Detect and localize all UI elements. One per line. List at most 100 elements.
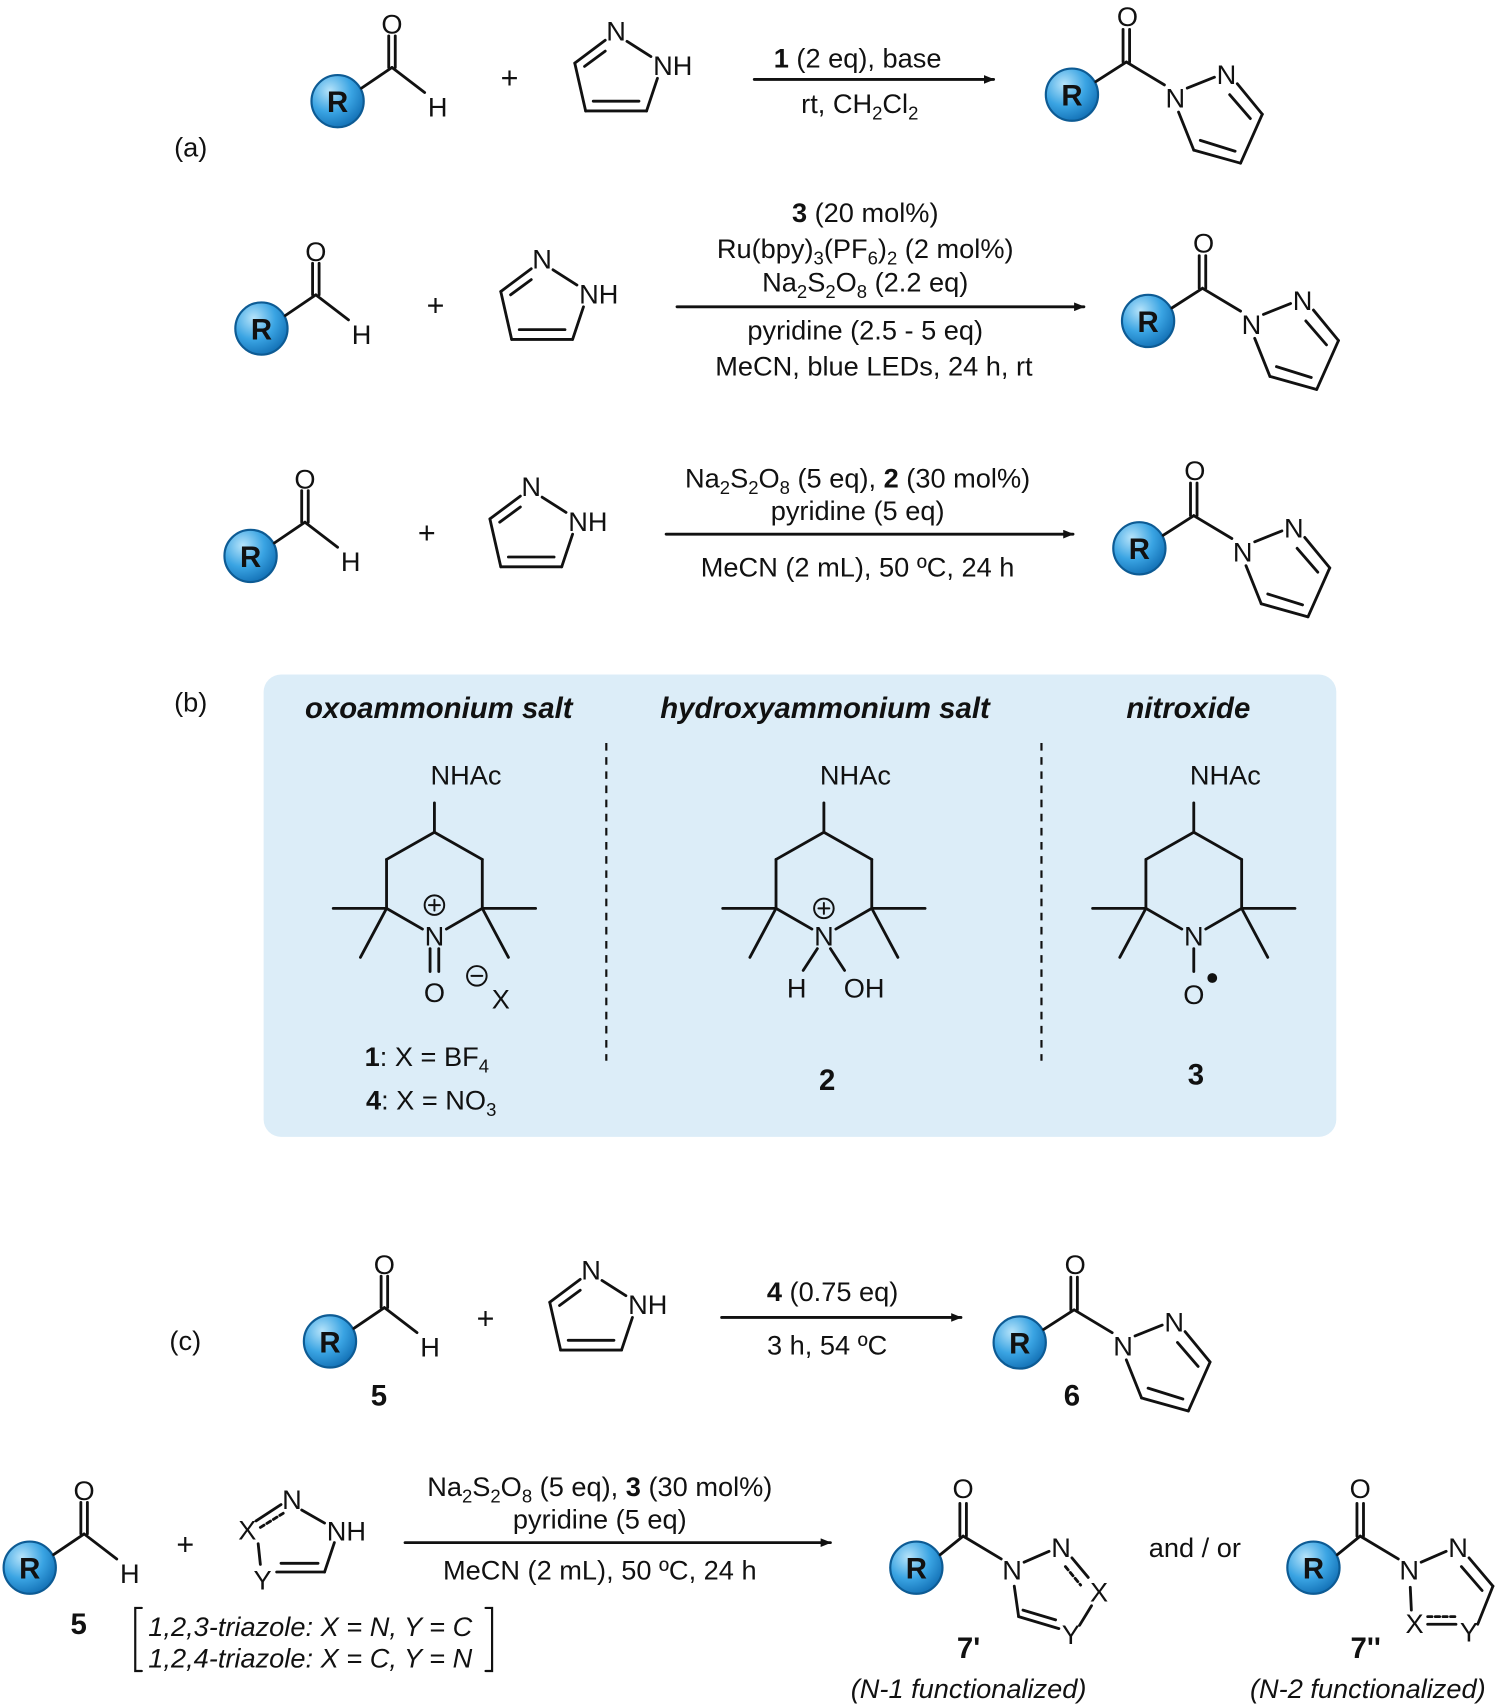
catalyst-panel <box>263 674 1337 1137</box>
plus-sign: + <box>477 1301 495 1335</box>
reaction-a1: + 1 (2 eq), base rt, CH2Cl2 <box>311 1 1262 163</box>
text-segment: 2 <box>872 103 882 124</box>
compound-7-double-prime-label: 7'' <box>1351 1632 1381 1665</box>
text-segment: (0.75 eq) <box>782 1276 898 1307</box>
nitrogen-label: N <box>282 1484 302 1515</box>
text-segment: (PF <box>824 233 868 264</box>
text-segment: pyridine (5 eq) <box>771 495 945 526</box>
x-label: X <box>492 983 510 1014</box>
hydroxyl-label: OH <box>844 973 885 1004</box>
nh-label: NH <box>327 1515 366 1546</box>
hydrogen-label: H <box>787 973 807 1004</box>
compound-3: NHAc O 3 <box>1091 759 1297 1092</box>
text-segment: 3 <box>626 1471 641 1502</box>
text-segment: O <box>759 462 780 493</box>
plus-sign: + <box>427 288 445 322</box>
text-segment: MeCN, blue LEDs, 24 h, rt <box>715 350 1033 381</box>
triazole-note: 1,2,3-triazole: X = N, Y = C <box>148 1611 472 1642</box>
conditions-above: 1 (2 eq), base <box>774 42 942 73</box>
text-segment: (20 mol%) <box>807 197 938 228</box>
plus-sign: + <box>501 61 519 95</box>
compound-6-label: 6 <box>1064 1380 1080 1413</box>
text-segment: 3 <box>792 197 807 228</box>
and-or-text: and / or <box>1149 1532 1241 1563</box>
header-oxoammonium: oxoammonium salt <box>305 692 574 725</box>
oxygen-label: O <box>424 977 445 1008</box>
nitrogen-label: N <box>1448 1532 1468 1563</box>
compound-4-label: 4: X = NO3 <box>366 1085 496 1121</box>
nitrogen-label: N <box>1399 1555 1419 1586</box>
text-segment: 8 <box>780 477 790 498</box>
product-7-prime: O N N X Y 7' (N-1 functionalized) <box>851 1473 1108 1704</box>
text-segment: 2 <box>825 281 835 302</box>
y-label: Y <box>1460 1617 1478 1648</box>
triazole: N NH X Y <box>238 1484 366 1596</box>
conditions-above: Na2S2O8 (5 eq), 3 (30 mol%) <box>427 1471 772 1507</box>
text-segment: 4 <box>366 1085 381 1116</box>
text-segment: 2 <box>462 1485 472 1506</box>
y-label: Y <box>253 1564 271 1595</box>
x-label: X <box>238 1514 256 1545</box>
text-segment: 3 <box>486 1099 496 1120</box>
n1-note: (N-1 functionalized) <box>851 1673 1087 1704</box>
plus-sign: + <box>176 1528 194 1562</box>
text-segment: 2 <box>797 281 807 302</box>
text-segment: (2 eq), base <box>789 42 942 73</box>
text-segment: O <box>836 267 857 298</box>
text-segment: 2 <box>884 462 899 493</box>
compound-5-label: 5 <box>71 1608 87 1641</box>
product-7-double-prime: O N N X Y 7'' (N-2 functionalized) <box>1250 1473 1495 1704</box>
text-segment: (30 mol%) <box>641 1471 772 1502</box>
conditions-above: Na2S2O8 (2.2 eq) <box>762 267 968 303</box>
text-segment: 2 <box>887 247 897 268</box>
compound-1-label: 1: X = BF4 <box>365 1041 489 1077</box>
conditions-above: 3 (20 mol%) <box>792 197 939 228</box>
nhac-label: NHAc <box>430 759 501 790</box>
oxygen-label: O <box>1350 1473 1371 1504</box>
header-hydroxyammonium: hydroxyammonium salt <box>660 692 991 725</box>
conditions-above: pyridine (5 eq) <box>513 1503 687 1534</box>
header-nitroxide: nitroxide <box>1126 692 1250 725</box>
text-segment: (30 mol%) <box>899 462 1030 493</box>
nhac-label: NHAc <box>820 759 891 790</box>
text-segment: Ru(bpy) <box>717 233 814 264</box>
x-label: X <box>1406 1608 1424 1639</box>
text-segment: 4 <box>767 1276 782 1307</box>
compound-3-label: 3 <box>1188 1059 1204 1092</box>
conditions-above: Ru(bpy)3(PF6)2 (2 mol%) <box>717 233 1014 269</box>
text-segment: (2 mol%) <box>897 233 1013 264</box>
reaction-a2: + 3 (20 mol%) Ru(bpy)3(PF6)2 (2 mol%) Na… <box>235 197 1338 390</box>
text-segment: : X = BF <box>380 1041 479 1072</box>
plus-sign: + <box>418 516 436 550</box>
nitrogen-label: N <box>1051 1532 1071 1563</box>
conditions-above: Na2S2O8 (5 eq), 2 (30 mol%) <box>685 462 1030 498</box>
text-segment: MeCN (2 mL), 50 ºC, 24 h <box>443 1555 757 1586</box>
compound-5-label: 5 <box>371 1380 387 1413</box>
compound-1: NHAc O X 1: X = BF4 4: X = NO3 <box>331 759 538 1121</box>
text-segment: 3 <box>814 247 824 268</box>
x-label: X <box>1090 1576 1108 1607</box>
text-segment: S <box>472 1471 490 1502</box>
bracket <box>134 1606 494 1673</box>
conditions-below: rt, CH2Cl2 <box>801 88 918 124</box>
text-segment: 2 <box>490 1485 500 1506</box>
text-segment: O <box>501 1471 522 1502</box>
text-segment: : X = NO <box>381 1085 486 1116</box>
text-segment: 3 h, 54 ºC <box>767 1329 887 1360</box>
text-segment: Na <box>685 462 721 493</box>
reaction-c1: 5 + 4 (0.75 eq) 3 h, 54 ºC 6 <box>304 1249 1210 1413</box>
text-segment: S <box>807 267 825 298</box>
n2-note: (N-2 functionalized) <box>1250 1673 1486 1704</box>
nhac-label: NHAc <box>1190 759 1261 790</box>
reaction-c2: 5 + N NH X Y 1,2,3-triazole: X = N, Y = … <box>4 1471 1495 1704</box>
text-segment: 1 <box>365 1041 380 1072</box>
text-segment: 1 <box>774 42 789 73</box>
radical-dot <box>1207 973 1218 983</box>
compound-2: NHAc H OH 2 <box>721 759 927 1097</box>
y-label: Y <box>1062 1619 1080 1650</box>
text-segment: (5 eq), <box>532 1471 626 1502</box>
conditions-below: MeCN, blue LEDs, 24 h, rt <box>715 350 1033 381</box>
text-segment: pyridine (2.5 - 5 eq) <box>747 314 983 345</box>
text-segment: (5 eq), <box>790 462 884 493</box>
